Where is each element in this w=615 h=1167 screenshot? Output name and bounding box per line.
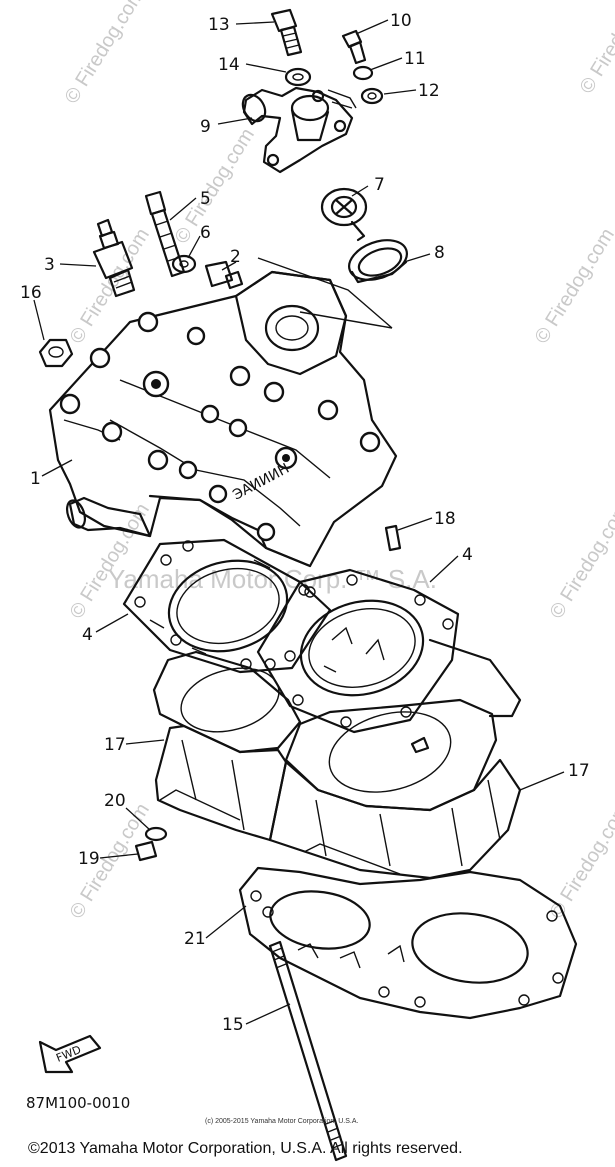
part-19-bolt: [134, 840, 158, 862]
head-engraving: ЭАИИИН: [230, 461, 292, 504]
callout-6: 6: [200, 223, 211, 243]
part-12-washer: [360, 87, 384, 105]
callout-13: 13: [208, 15, 230, 35]
callout-8: 8: [434, 243, 445, 263]
part-14-washer: [284, 67, 312, 87]
callout-3: 3: [44, 255, 55, 275]
part-13-bolt: [270, 8, 303, 57]
part-2-fitting: [204, 260, 244, 290]
callout-2: 2: [230, 247, 241, 267]
copyright-notice: ©2013 Yamaha Motor Corporation, U.S.A. A…: [28, 1140, 463, 1157]
fwd-arrow-icon: FWD: [38, 1034, 102, 1074]
part-7-thermostat: [320, 187, 368, 242]
callout-labels: 13 14 10 11 12 9 7 5 6 8 2 3 16 1 18 4 4…: [20, 11, 590, 1035]
callout-18: 18: [434, 509, 456, 529]
part-16-nut: [38, 338, 74, 368]
callout-17-right: 17: [568, 761, 590, 781]
watermark-side-5: © Firedog.com: [531, 225, 615, 348]
callout-10: 10: [390, 11, 412, 31]
watermark-side-2: © Firedog.com: [171, 125, 259, 248]
part-11-washer: [352, 65, 374, 81]
part-3-sensor: [92, 218, 136, 298]
part-10-bolt: [341, 29, 367, 65]
part-4-head-gasket-left: [122, 538, 332, 674]
leader-lines: [33, 19, 565, 1025]
callout-4-right: 4: [462, 545, 473, 565]
callout-1: 1: [30, 469, 41, 489]
watermark-side-6: © Firedog.com: [546, 500, 615, 623]
part-6-washer: [171, 254, 197, 274]
callout-11: 11: [404, 49, 426, 69]
watermark-side-3: © Firedog.com: [61, 0, 149, 108]
diagram-code: 87M100-0010: [26, 1094, 131, 1112]
part-20-washer: [144, 826, 168, 842]
callout-17-left: 17: [104, 735, 126, 755]
callout-9: 9: [200, 117, 211, 137]
callout-15: 15: [222, 1015, 244, 1035]
part-15-stud: [268, 940, 348, 1162]
part-18-dowel-pin: [384, 524, 402, 552]
callout-20: 20: [104, 791, 126, 811]
part-21-base-gasket: [238, 866, 578, 1020]
callout-12: 12: [418, 81, 440, 101]
callout-19: 19: [78, 849, 100, 869]
projection-lines: [257, 257, 393, 329]
callout-16: 16: [20, 283, 42, 303]
watermark-side-4: © Firedog.com: [576, 0, 615, 98]
callout-21: 21: [184, 929, 206, 949]
watermark-side-1: © Firedog.com: [66, 225, 154, 348]
callout-7: 7: [374, 175, 385, 195]
watermark-center: Yamaha Motor Corp. ™ S.A.: [108, 564, 437, 594]
small-copyright: (c) 2005-2015 Yamaha Motor Corporation, …: [205, 1118, 359, 1125]
part-9-thermostat-cover: [241, 86, 357, 174]
part-8-gasket-ring: [348, 239, 408, 284]
callout-14: 14: [218, 55, 240, 75]
part-17-cylinder-block: [152, 638, 522, 880]
callout-5: 5: [200, 189, 211, 209]
callout-4-left: 4: [82, 625, 93, 645]
